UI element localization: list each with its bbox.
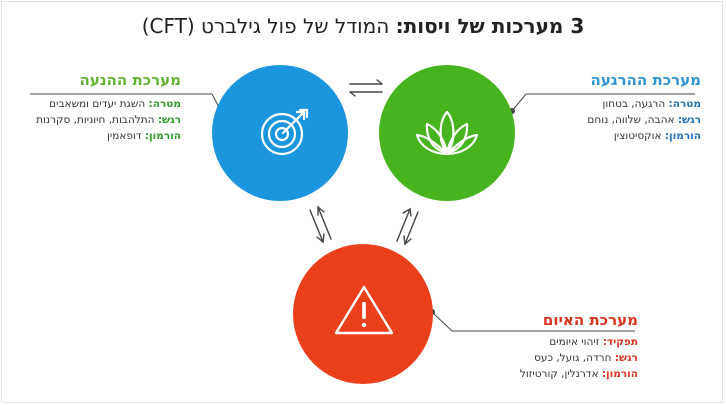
motivation-circle <box>212 65 348 201</box>
left-double-arrow <box>309 205 332 244</box>
line-value: זיהוי איומים <box>549 336 600 348</box>
line-key: תפקיד: <box>602 336 638 348</box>
page-title: 3 מערכות של ויסות: המודל של פול גילברט (… <box>0 14 726 38</box>
line-key: הורמון: <box>144 130 181 142</box>
line-value: דופאמין <box>106 130 142 142</box>
line-value: השגת יעדים ומשאבים <box>49 98 146 110</box>
right-double-arrow <box>396 207 419 246</box>
threat-role-line: תפקיד: זיהוי איומים <box>520 334 638 350</box>
soothing-hormone-line: הורמון: אוקסיטוצין <box>587 128 701 144</box>
motivation-goal-line: מטרה: השגת יעדים ומשאבים <box>36 96 181 112</box>
threat-details: תפקיד: זיהוי איומים רגש: חרדה, גועל, כעס… <box>520 334 638 382</box>
line-value: הרגעה, בטחון <box>602 98 666 110</box>
title-rest: המודל של פול גילברט (CFT) <box>141 14 390 38</box>
soothing-leader-slant <box>511 93 527 112</box>
line-value: אהבה, שלווה, נוחם <box>587 114 675 126</box>
line-key: רגש: <box>157 114 181 126</box>
line-value: אדרנלין, קורטיזול <box>519 368 599 380</box>
motivation-hormone-line: הורמון: דופאמין <box>36 128 181 144</box>
line-key: מטרה: <box>668 98 701 110</box>
soothing-circle <box>379 65 515 201</box>
soothing-goal-line: מטרה: הרגעה, בטחון <box>587 96 702 112</box>
threat-hormone-line: הורמון: אדרנלין, קורטיזול <box>520 366 638 382</box>
line-key: רגש: <box>677 114 701 126</box>
title-strong: 3 מערכות של ויסות: <box>395 14 585 38</box>
motivation-emotion-line: רגש: התלהבות, חיוניות, סקרנות <box>36 112 181 128</box>
line-value: התלהבות, חיוניות, סקרנות <box>36 114 155 126</box>
line-key: הורמון: <box>601 368 638 380</box>
warning-icon <box>334 285 394 335</box>
line-key: מטרה: <box>148 98 181 110</box>
motivation-title: מערכת ההנעה <box>79 71 181 89</box>
line-key: הורמון: <box>664 130 701 142</box>
threat-leader-slant <box>431 311 453 332</box>
lotus-icon <box>415 110 479 156</box>
line-value: אוקסיטוצין <box>613 130 662 142</box>
soothing-title: מערכת ההרגעה <box>590 71 701 89</box>
motivation-details: מטרה: השגת יעדים ומשאבים רגש: התלהבות, ח… <box>36 96 181 144</box>
threat-title: מערכת האיום <box>542 311 638 329</box>
line-value: חרדה, גועל, כעס <box>534 352 612 364</box>
target-icon <box>260 108 309 156</box>
soothing-emotion-line: רגש: אהבה, שלווה, נוחם <box>587 112 701 128</box>
soothing-details: מטרה: הרגעה, בטחון רגש: אהבה, שלווה, נוח… <box>587 96 701 144</box>
line-key: רגש: <box>614 352 638 364</box>
threat-emotion-line: רגש: חרדה, גועל, כעס <box>520 350 638 366</box>
top-double-arrow <box>349 79 383 97</box>
